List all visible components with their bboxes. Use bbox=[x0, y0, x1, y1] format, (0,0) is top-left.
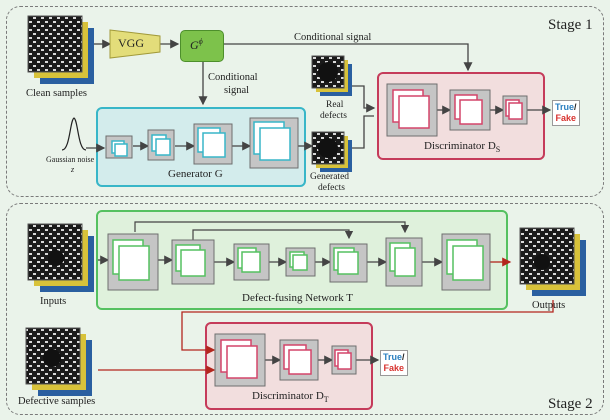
skip-connection-outer bbox=[134, 221, 410, 234]
outputs-label: Outputs bbox=[532, 300, 566, 311]
discriminator-t-sub: T bbox=[323, 395, 329, 405]
generated-defects-label-2: defects bbox=[318, 183, 345, 193]
discriminator-t-label: Discriminator DT bbox=[252, 390, 329, 404]
true-label-t: True bbox=[383, 352, 403, 362]
arrow-outputs-to-discriminator bbox=[181, 300, 554, 355]
inputs-image bbox=[27, 223, 94, 292]
clean-samples-image bbox=[27, 15, 94, 84]
stage2-label: Stage 2 bbox=[548, 396, 593, 412]
discriminator-s-label: Discriminator DS bbox=[424, 140, 500, 154]
gphi-block bbox=[180, 30, 224, 62]
skip-connection-inner bbox=[192, 229, 354, 240]
stage1-panel bbox=[6, 6, 604, 197]
network-modules bbox=[107, 233, 491, 291]
network-label: Defect-fusing Network T bbox=[242, 292, 353, 304]
true-label-s: True bbox=[555, 102, 575, 112]
stage1-label: Stage 1 bbox=[548, 17, 593, 33]
discriminator-s-name: Discriminator D bbox=[424, 140, 496, 152]
real-defects-label-1: Real bbox=[326, 100, 344, 110]
discriminator-s-modules bbox=[386, 83, 528, 137]
defective-samples-label: Defective samples bbox=[18, 396, 96, 407]
true-fake-output-t: True/ Fake bbox=[380, 350, 408, 376]
outputs-image bbox=[519, 227, 586, 296]
discriminator-t-modules bbox=[214, 333, 357, 387]
gphi-label: Gϕ bbox=[190, 37, 203, 53]
vgg-block bbox=[109, 29, 161, 59]
slash-t: / bbox=[402, 352, 405, 362]
gaussian-curve bbox=[61, 117, 87, 151]
inputs-label: Inputs bbox=[40, 296, 67, 307]
generator-modules bbox=[105, 117, 299, 169]
generated-defects-label-1: Generated bbox=[310, 172, 350, 182]
gaussian-noise-label-1: Gaussian noise bbox=[46, 155, 95, 164]
discriminator-s-sub: S bbox=[495, 145, 501, 155]
stage2-panel bbox=[6, 203, 604, 415]
conditional-signal-top: Conditional signal bbox=[294, 32, 372, 43]
fake-label-s: Fake bbox=[555, 112, 577, 123]
defective-samples-image bbox=[25, 327, 92, 396]
arrow-gphi-to-discriminator bbox=[222, 43, 473, 72]
gphi-base: G bbox=[190, 38, 199, 52]
generated-defects-image bbox=[311, 131, 352, 172]
real-defects-image bbox=[311, 55, 352, 96]
real-defects-label-2: defects bbox=[320, 111, 347, 121]
true-fake-output-s: True/ Fake bbox=[552, 100, 580, 126]
generator-label: Generator G bbox=[168, 168, 223, 180]
fake-label-t: Fake bbox=[383, 362, 405, 373]
conditional-signal-side-1: Conditional bbox=[208, 72, 258, 83]
vgg-label: VGG bbox=[118, 36, 144, 50]
discriminator-t-name: Discriminator D bbox=[252, 390, 324, 402]
gaussian-noise-label-2: z bbox=[71, 165, 75, 174]
gphi-sup: ϕ bbox=[198, 37, 203, 46]
clean-samples-label: Clean samples bbox=[26, 88, 87, 99]
slash-s: / bbox=[574, 102, 577, 112]
conditional-signal-side-2: signal bbox=[224, 85, 250, 96]
